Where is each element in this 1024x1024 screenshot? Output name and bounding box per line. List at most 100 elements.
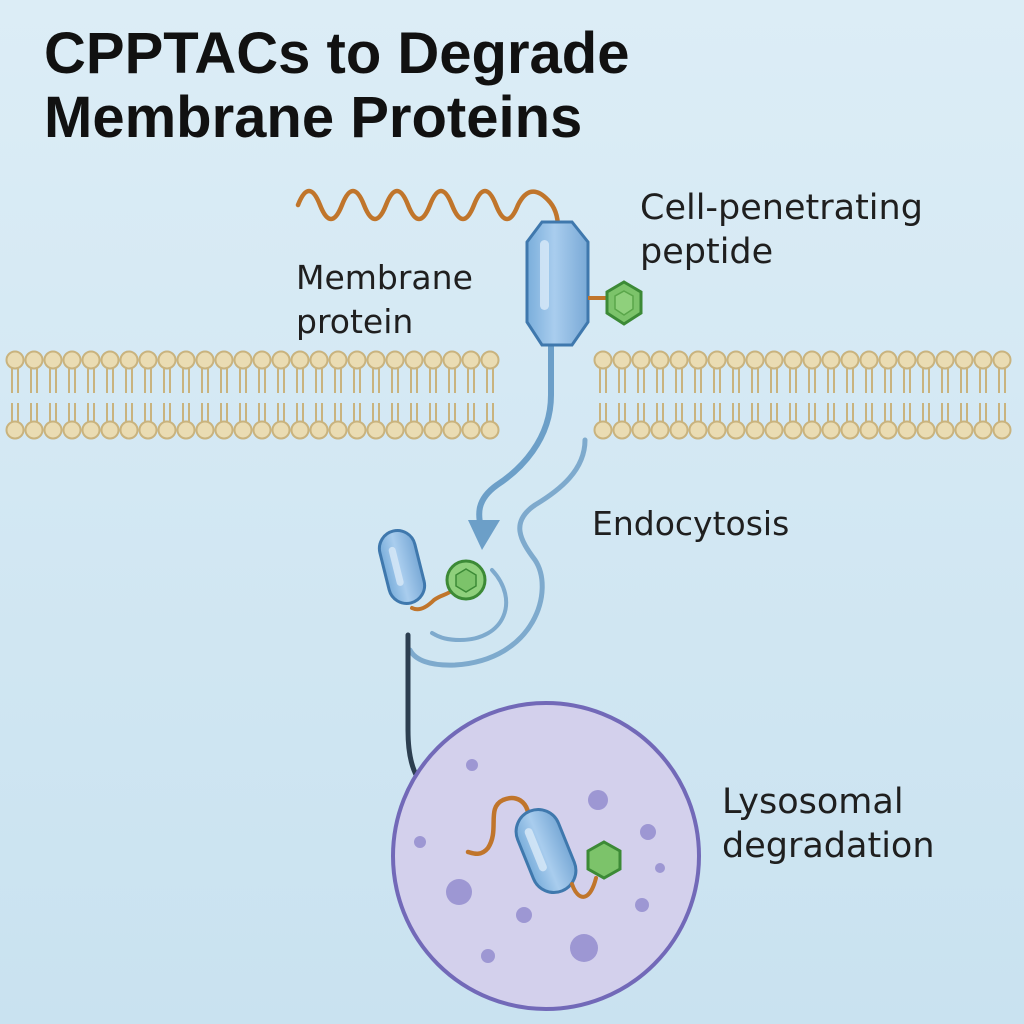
lipid-head bbox=[973, 420, 993, 440]
label-lyso-line-2: degradation bbox=[722, 826, 935, 866]
endocytic-vesicle-outline bbox=[407, 437, 588, 668]
lipid-head bbox=[821, 350, 841, 370]
lipid-head bbox=[195, 420, 215, 440]
lipid-head bbox=[878, 350, 898, 370]
lipid-head bbox=[157, 420, 177, 440]
internalized-peptide-icon bbox=[445, 559, 487, 601]
lipid-head bbox=[802, 420, 822, 440]
internalized-linker bbox=[410, 586, 458, 612]
lipid-head bbox=[764, 350, 784, 370]
lipid-head bbox=[81, 420, 101, 440]
lipid-head bbox=[5, 350, 25, 370]
lipid-head bbox=[347, 350, 367, 370]
lipid-tails bbox=[808, 368, 816, 426]
lipid-tails bbox=[30, 368, 38, 426]
lipid-head bbox=[233, 350, 253, 370]
label-cpp-line-1: Cell-penetrating bbox=[640, 188, 923, 228]
title-line-1: CPPTACs to Degrade bbox=[44, 21, 630, 86]
lipid-head bbox=[233, 420, 253, 440]
lipid-head bbox=[859, 420, 879, 440]
lipid-head bbox=[669, 350, 689, 370]
lipid-head bbox=[935, 420, 955, 440]
lipid-head bbox=[404, 350, 424, 370]
lipid-head bbox=[916, 350, 936, 370]
lipid-head bbox=[745, 350, 765, 370]
lipid-tails bbox=[694, 368, 702, 426]
internalized-protein-icon bbox=[377, 529, 427, 605]
lipid-head bbox=[631, 420, 651, 440]
lipid-head bbox=[119, 420, 139, 440]
lipid-head bbox=[707, 350, 727, 370]
lipid-tails bbox=[258, 368, 266, 426]
lipid-head bbox=[290, 420, 310, 440]
lipid-head bbox=[214, 420, 234, 440]
lipid-head bbox=[442, 350, 462, 370]
lipid-tails bbox=[87, 368, 95, 426]
degraded-linker bbox=[570, 876, 598, 899]
lysosome-enzyme-dots bbox=[414, 759, 665, 963]
peptide-inner-ring bbox=[614, 290, 634, 316]
lipid-tails bbox=[846, 368, 854, 426]
lipid-head bbox=[252, 350, 272, 370]
lipid-tails bbox=[429, 368, 437, 426]
lipid-tails bbox=[296, 368, 304, 426]
lipid-head bbox=[100, 350, 120, 370]
lipid-head bbox=[309, 420, 329, 440]
lipid-tails bbox=[486, 368, 494, 426]
lipid-head bbox=[480, 420, 500, 440]
lipid-tails bbox=[979, 368, 987, 426]
lipid-head bbox=[954, 420, 974, 440]
lipid-tails bbox=[239, 368, 247, 426]
lysosome-dot bbox=[466, 759, 478, 771]
lipid-tails bbox=[713, 368, 721, 426]
membrane-protein-icon bbox=[525, 220, 590, 347]
lipid-tails bbox=[960, 368, 968, 426]
lipid-head bbox=[385, 420, 405, 440]
lipid-head bbox=[119, 350, 139, 370]
lipid-head bbox=[840, 420, 860, 440]
lipid-head bbox=[290, 350, 310, 370]
degraded-protein-chain bbox=[465, 795, 531, 856]
label-cpp-line-2: peptide bbox=[640, 232, 774, 272]
lipid-tails bbox=[618, 368, 626, 426]
title-line-2: Membrane Proteins bbox=[44, 85, 583, 150]
lipid-head bbox=[783, 350, 803, 370]
lipid-head bbox=[764, 420, 784, 440]
lipid-tails bbox=[144, 368, 152, 426]
lipid-head bbox=[954, 350, 974, 370]
lipid-tails bbox=[106, 368, 114, 426]
lipid-head bbox=[423, 350, 443, 370]
lipid-head bbox=[43, 350, 63, 370]
lipid-head bbox=[688, 420, 708, 440]
lipid-head bbox=[214, 350, 234, 370]
label-cell-penetrating-peptide: Cell-penetrating peptide bbox=[640, 186, 923, 274]
lipid-head bbox=[707, 420, 727, 440]
lipid-tails bbox=[467, 368, 475, 426]
lipid-head bbox=[271, 420, 291, 440]
lipid-head bbox=[138, 420, 158, 440]
lipid-head bbox=[5, 420, 25, 440]
label-membrane-line-2: protein bbox=[296, 302, 414, 341]
lipid-head bbox=[688, 350, 708, 370]
lipid-head bbox=[726, 420, 746, 440]
label-endocytosis-text: Endocytosis bbox=[592, 504, 790, 543]
lipid-head bbox=[973, 350, 993, 370]
endocytic-vesicle-inner-arc bbox=[430, 568, 509, 643]
lipid-tails bbox=[770, 368, 778, 426]
lipid-head bbox=[176, 350, 196, 370]
membrane-protein-chain bbox=[295, 188, 561, 231]
lipid-tails bbox=[11, 368, 19, 426]
lipid-tails bbox=[163, 368, 171, 426]
lipid-tails bbox=[732, 368, 740, 426]
lipid-tails bbox=[751, 368, 759, 426]
lipid-head bbox=[650, 350, 670, 370]
lipid-head bbox=[43, 420, 63, 440]
lipid-tails bbox=[277, 368, 285, 426]
lipid-tails bbox=[68, 368, 76, 426]
lipid-head bbox=[802, 350, 822, 370]
lipid-head bbox=[461, 420, 481, 440]
lipid-head bbox=[992, 350, 1012, 370]
lipid-tails bbox=[334, 368, 342, 426]
lipid-head bbox=[328, 420, 348, 440]
lipid-tails bbox=[448, 368, 456, 426]
